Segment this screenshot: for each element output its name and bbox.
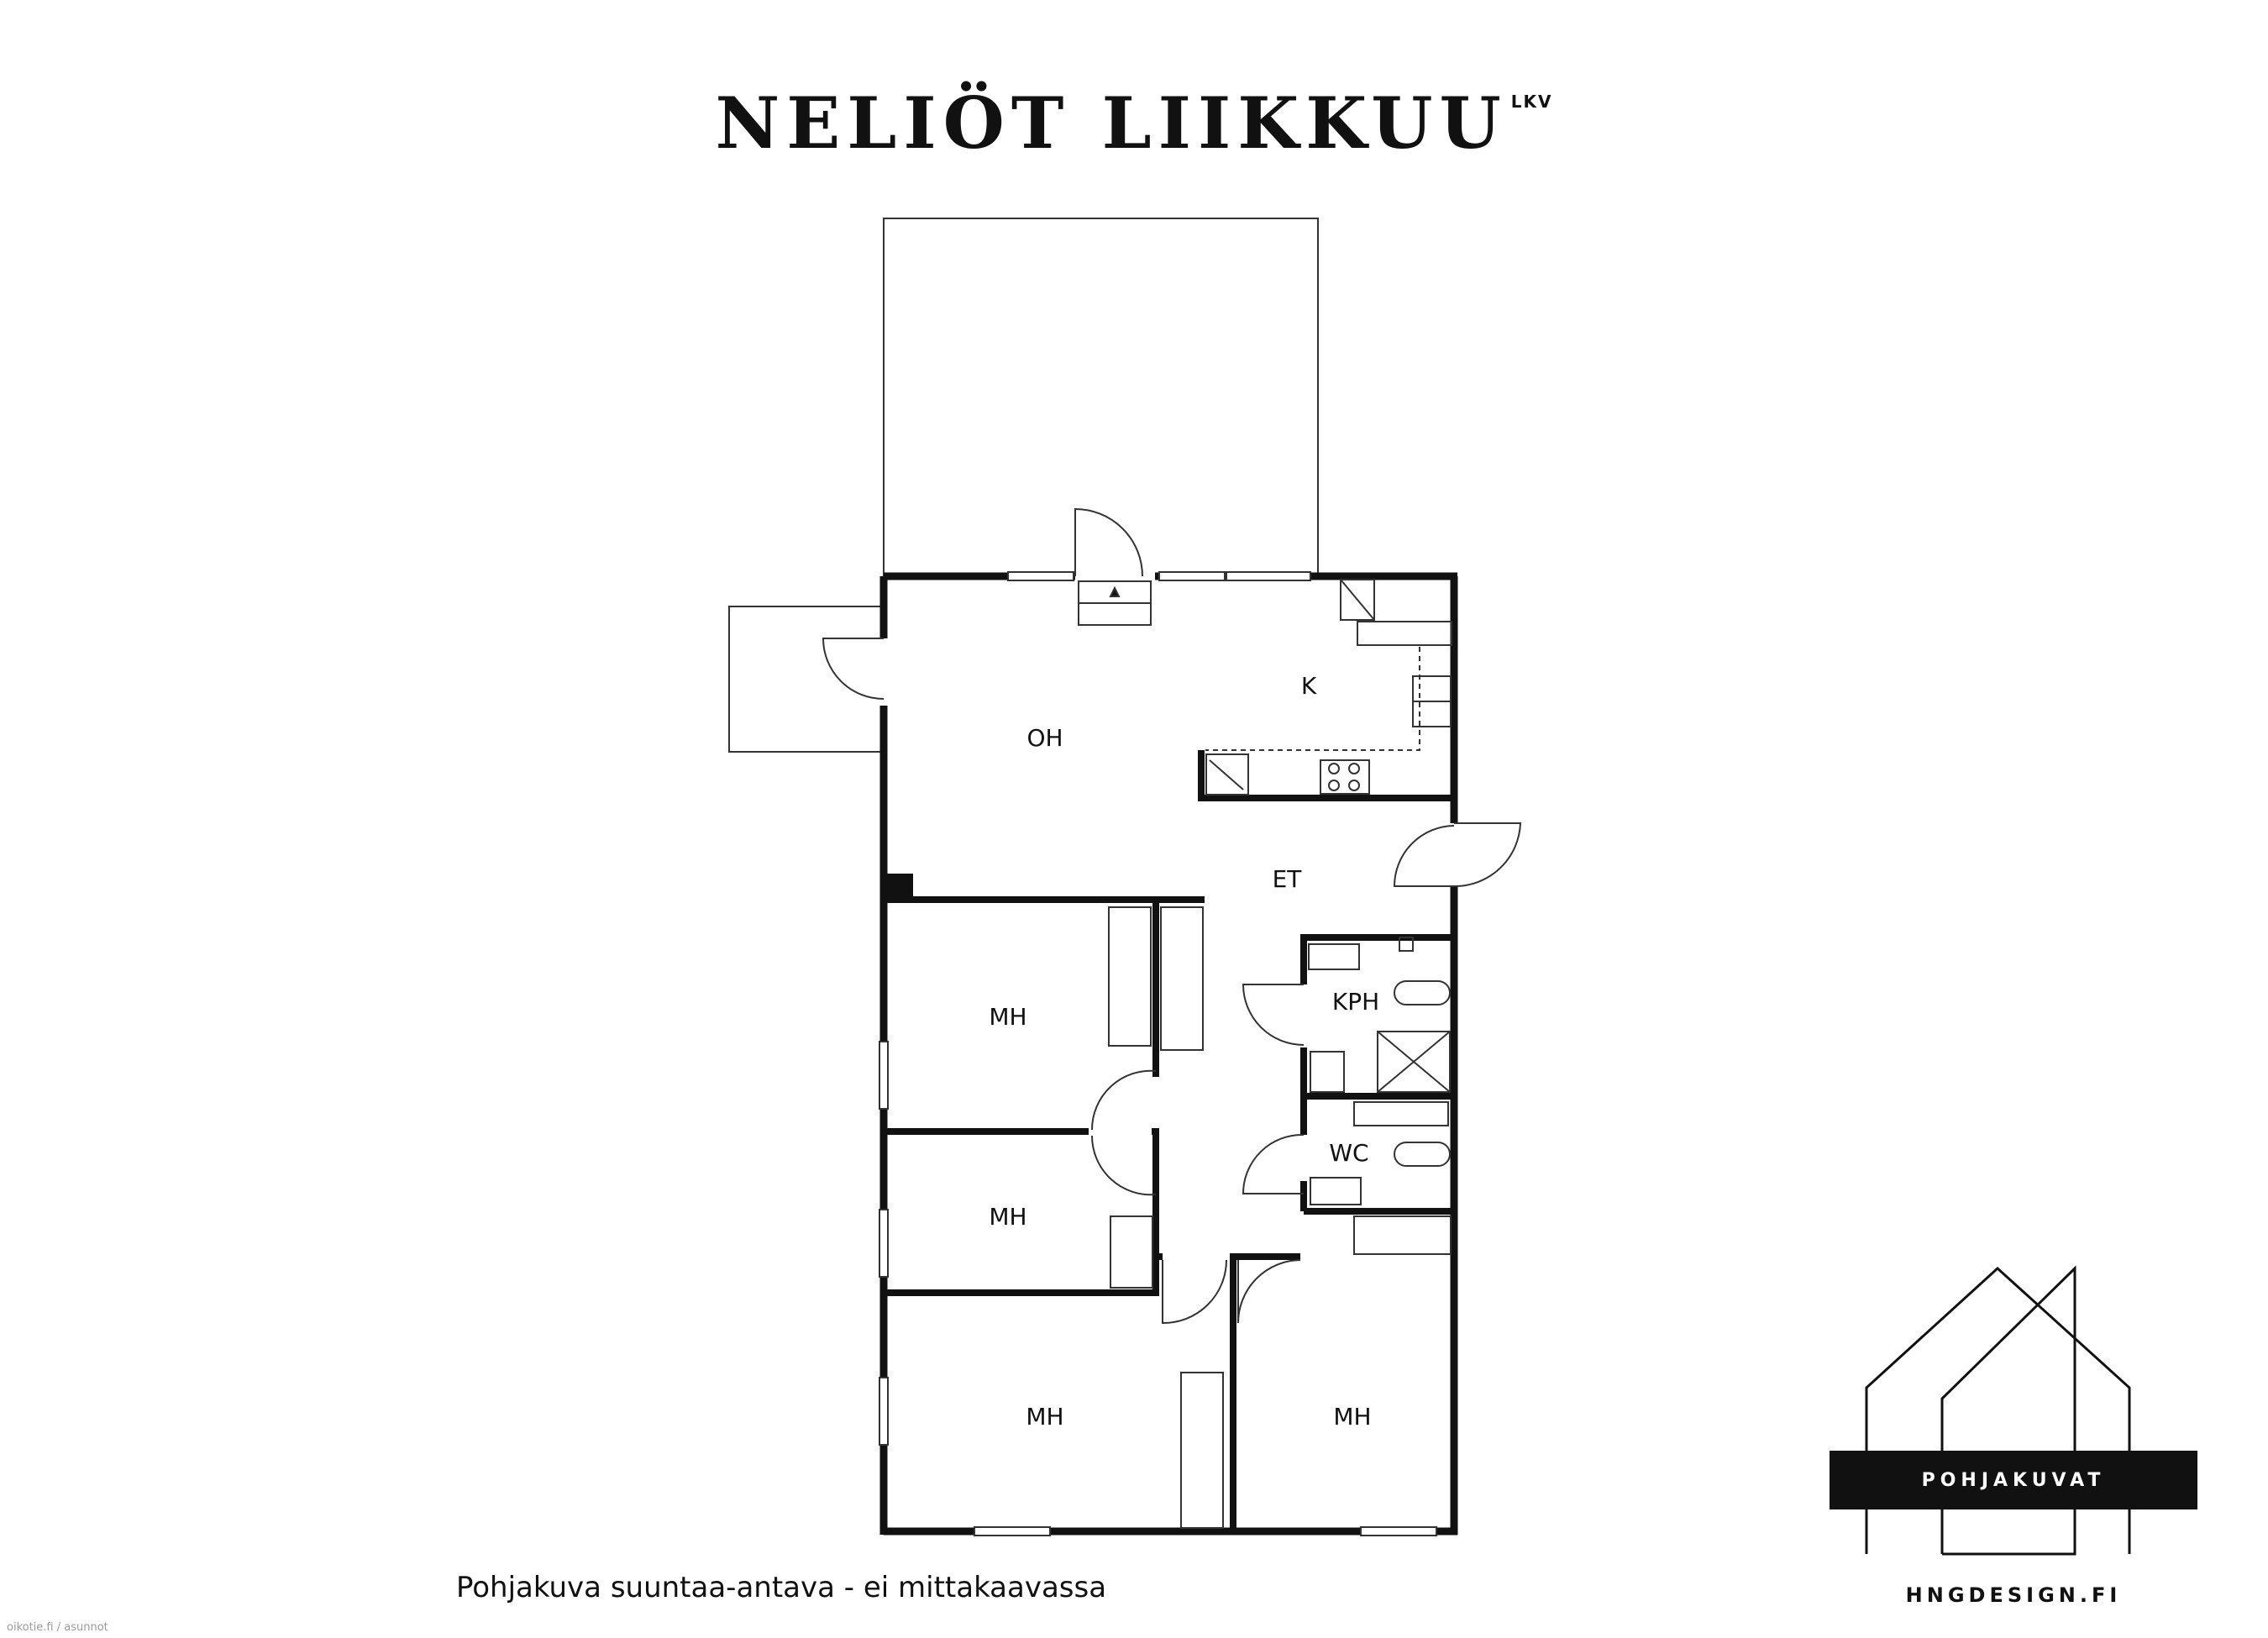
room-label-kph: KPH [1332,988,1379,1016]
hngdesign-url: HNGDESIGN.FI [1905,1583,2122,1607]
windows [879,571,1437,1536]
brand-name: NELIÖT LIIKKUU [715,81,1508,165]
room-label-et: ET [1273,865,1303,893]
brand-suffix: LKV [1510,92,1553,112]
room-label-mh4: MH [1333,1403,1371,1431]
pohjakuvat-label: POHJAKUVAT [1921,1469,2106,1491]
pohjakuvat-band: POHJAKUVAT [1830,1451,2197,1509]
room-label-k: K [1301,672,1317,700]
kitchen-fixtures [1205,579,1452,795]
house-logo-icon [1865,1265,2131,1556]
room-label-wc: WC [1329,1139,1368,1167]
entry-steps [1078,580,1152,626]
terrace-outline [883,218,1319,577]
room-label-mh2: MH [989,1203,1026,1231]
room-label-mh1: MH [989,1003,1026,1031]
porch-outline [728,606,885,753]
room-label-mh3: MH [1026,1403,1063,1431]
source-watermark: oikotie.fi / asunnot [7,1621,108,1634]
exterior-walls [879,572,1458,1536]
chimney-block [884,874,913,900]
doors [822,507,1522,1325]
bathroom-fixtures [1308,937,1451,1205]
room-label-oh: OH [1026,724,1063,752]
wardrobes [1108,906,1452,1529]
scale-disclaimer: Pohjakuva suuntaa-antava - ei mittakaava… [455,1571,1107,1604]
